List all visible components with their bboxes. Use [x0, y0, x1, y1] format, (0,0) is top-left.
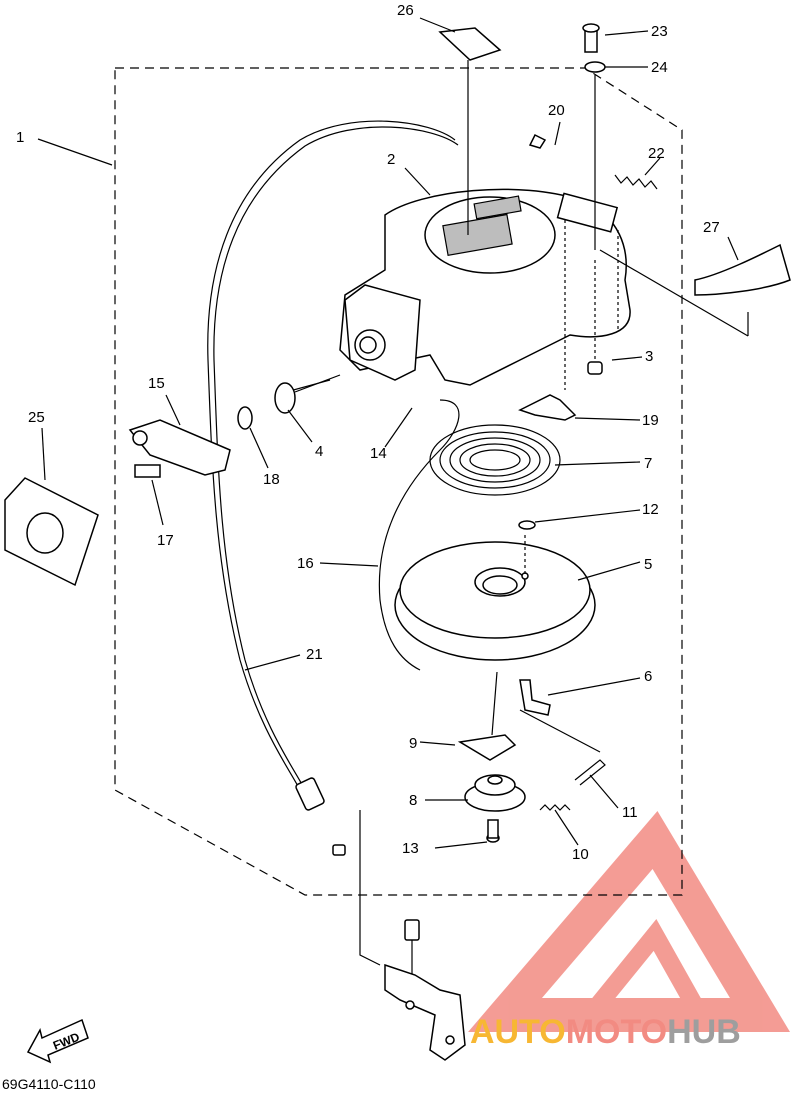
washer-24: [584, 61, 606, 73]
cable-16: [378, 399, 460, 671]
callout-15: 15: [148, 375, 165, 392]
callout-21: 21: [306, 646, 323, 663]
callout-22: 22: [648, 145, 665, 162]
decal-27: [694, 243, 791, 296]
callout-26: 26: [397, 2, 414, 19]
watermark-logo: [468, 811, 791, 1032]
bolt-13: [486, 819, 500, 843]
watermark-text: AUTOMOTOHUB: [470, 1013, 741, 1051]
callout-3: 3: [645, 348, 653, 365]
starter-housing: [274, 188, 631, 396]
watermark-part-1: AUTO: [470, 1013, 566, 1051]
callout-8: 8: [409, 792, 417, 809]
callout-27: 27: [703, 219, 720, 236]
callout-19: 19: [642, 412, 659, 429]
callout-25: 25: [28, 409, 45, 426]
grommet-4: [237, 374, 341, 430]
callout-23: 23: [651, 23, 668, 40]
watermark-part-2: MOTO: [566, 1013, 667, 1051]
spacer-25: [4, 477, 99, 587]
callout-1: 1: [16, 129, 24, 146]
callout-6: 6: [644, 668, 652, 685]
part-3: [587, 361, 603, 375]
leader-lines: [37, 17, 749, 849]
watermark-part-3: HUB: [667, 1013, 741, 1051]
callout-20: 20: [548, 102, 565, 119]
callout-9: 9: [409, 735, 417, 752]
bolt-23: [582, 23, 600, 53]
callout-24: 24: [651, 59, 668, 76]
callout-7: 7: [644, 455, 652, 472]
cable-21-inner: [213, 126, 459, 791]
lever-19: [518, 394, 577, 421]
diagram-code: 69G4110-C110: [2, 1076, 96, 1092]
pulley: [394, 541, 596, 661]
spring-10: [539, 804, 571, 811]
spiral-spring: [429, 424, 561, 496]
callout-numbers: 1 2 3 4 5 6 7 8 9 10 11 12 13 14 15 16 1…: [16, 2, 720, 863]
spring-22: [614, 174, 658, 190]
callout-5: 5: [644, 556, 652, 573]
callout-17: 17: [157, 532, 174, 549]
callout-4: 4: [315, 443, 323, 460]
pawl-6: [519, 679, 551, 716]
clip-20: [528, 133, 547, 149]
callout-14: 14: [370, 445, 387, 462]
decal-26: [438, 27, 502, 61]
callout-2: 2: [387, 151, 395, 168]
callout-12: 12: [642, 501, 659, 518]
plate-9: [457, 734, 517, 761]
cam-8: [464, 774, 526, 812]
spring-11: [574, 759, 606, 786]
callout-13: 13: [402, 840, 419, 857]
callout-16: 16: [297, 555, 314, 572]
callout-11: 11: [622, 804, 638, 821]
clip-12: [518, 520, 536, 530]
callout-18: 18: [263, 471, 280, 488]
callout-10: 10: [572, 846, 589, 863]
fwd-arrow: FWD: [26, 1018, 89, 1064]
cable-21: [207, 120, 456, 791]
bracket-15: [128, 419, 231, 478]
bottom-bracket: [295, 777, 466, 1061]
